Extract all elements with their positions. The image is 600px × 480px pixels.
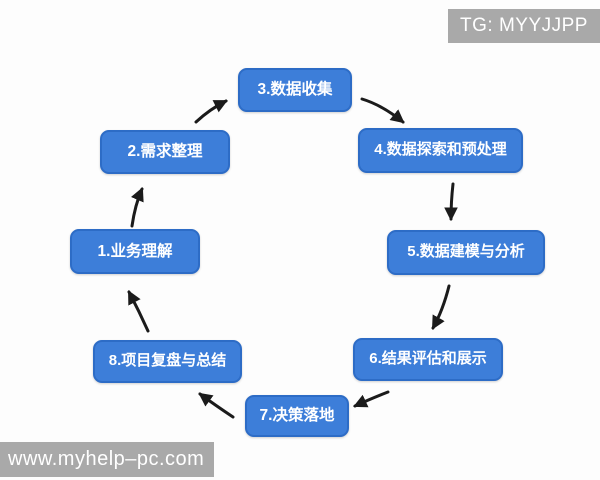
arrow-step2-to-step3 <box>194 99 228 124</box>
arrow-step4-to-step5 <box>444 182 458 222</box>
step-box-5: 5.数据建模与分析 <box>387 230 545 275</box>
step-box-4: 4.数据探索和预处理 <box>358 128 523 173</box>
arrow-step7-to-step8 <box>198 392 235 419</box>
step-box-1: 1.业务理解 <box>70 229 200 274</box>
step-box-3: 3.数据收集 <box>238 68 352 112</box>
watermark-bottom-left-text: www.myhelp–pc.com <box>8 448 205 470</box>
step-box-6: 6.结果评估和展示 <box>353 338 503 381</box>
step-box-8: 8.项目复盘与总结 <box>93 340 242 383</box>
step-box-2: 2.需求整理 <box>100 130 230 174</box>
watermark-top-right: TG: MYYJJPP <box>448 9 600 43</box>
arrow-step5-to-step6 <box>431 284 451 330</box>
arrow-step6-to-step7 <box>353 390 390 408</box>
watermark-bottom-left: www.myhelp–pc.com <box>0 442 214 477</box>
watermark-top-right-text: TG: MYYJJPP <box>460 15 588 36</box>
step-box-7: 7.决策落地 <box>245 395 349 437</box>
arrow-step1-to-step2 <box>130 187 144 228</box>
arrow-step8-to-step1 <box>127 290 150 333</box>
arrow-step3-to-step4 <box>360 97 405 124</box>
